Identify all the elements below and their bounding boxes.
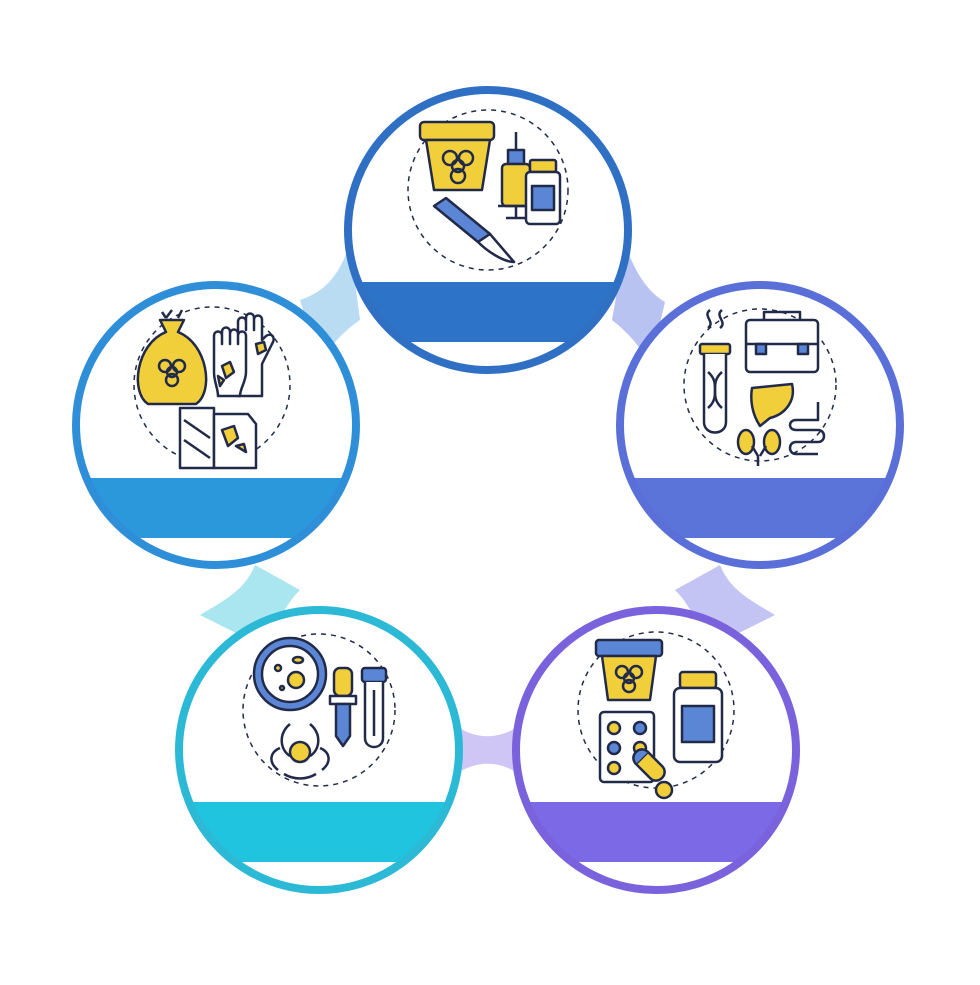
stained-gloves-icon [212,312,275,398]
label-band [76,478,356,538]
petri-dish-icon [252,636,328,712]
circle-contaminated-materials [72,281,360,569]
icon-ring [407,109,569,271]
syringe-icon [498,132,534,220]
medical-case-icon [744,310,820,374]
biohazard-bin-icon [594,638,664,702]
icon-ring [242,633,396,787]
test-tube-dna-icon [698,309,732,434]
label-band [620,478,900,538]
circle-pathological-waste [616,281,904,569]
bandage-roll-icon [178,406,258,470]
scalpel-icon [432,196,516,264]
liver-icon [750,382,795,428]
kidneys-icon [736,428,782,466]
circle-infectious-waste [175,606,463,894]
icon-ring [683,308,837,462]
blood-tube-icon [360,666,388,749]
intestine-icon [788,402,826,456]
biohazard-bag-icon [136,309,208,406]
pipette-icon [328,666,358,748]
biohazard-container-icon [418,120,496,192]
biohazard-symbol-icon [270,723,330,780]
capsule-icon [632,748,674,800]
label-band [348,282,628,342]
connector-bottom [455,725,520,775]
label-band [179,802,459,862]
label-band [516,802,796,862]
circle-sharps-waste [344,86,632,374]
circle-pharmaceutical-waste [512,606,800,894]
medicine-bottle-icon [672,670,724,764]
vial-icon [524,158,562,226]
